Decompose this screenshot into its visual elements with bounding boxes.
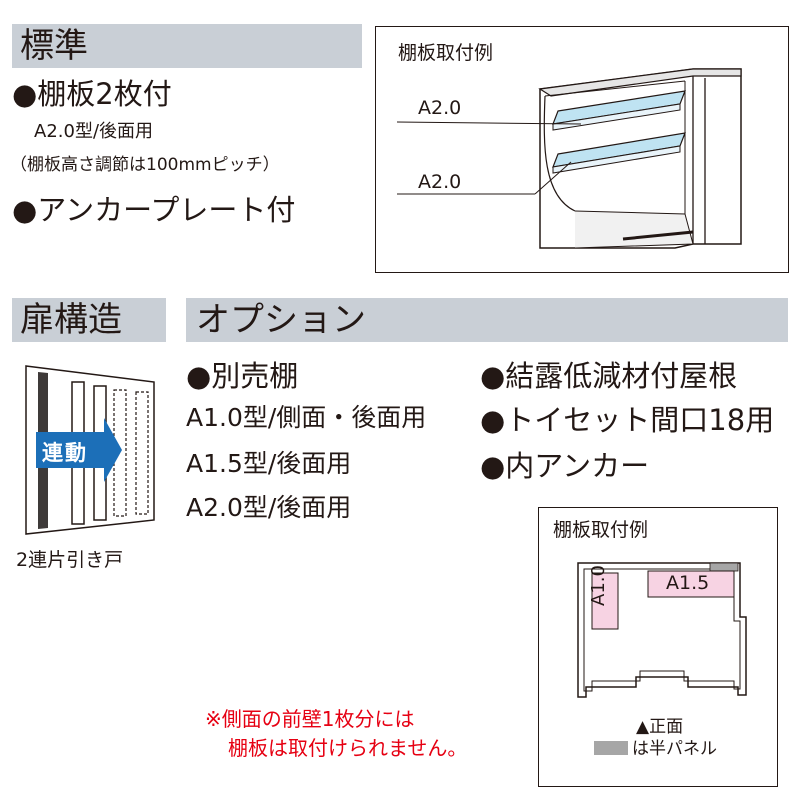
- legend-text: は半パネル: [632, 739, 717, 759]
- options-heading-bar: オプション: [186, 298, 788, 342]
- standard-item-anchor: ●アンカープレート付: [12, 193, 296, 227]
- leader-upper: [396, 121, 582, 125]
- standard-heading-bar: 標準: [12, 24, 362, 68]
- cabinet-roof: [538, 68, 742, 97]
- shelf-back: [647, 570, 735, 598]
- options-heading: オプション: [196, 300, 366, 340]
- shelf-back-label: A1.5: [666, 572, 710, 594]
- cabinet-left-wall: [543, 95, 576, 212]
- legend-swatch: [594, 741, 628, 755]
- option-toiset: ●トイセット間口18用: [480, 403, 775, 437]
- option-shelves-line-3: A2.0型/後面用: [186, 493, 352, 522]
- cabinet-front-post: [692, 69, 706, 244]
- shelf-illustration-top: [396, 68, 742, 249]
- option-roof: ●結露低減材付屋根: [480, 359, 738, 393]
- shelf-label-upper: A2.0: [418, 97, 462, 119]
- door-heading: 扉構造: [20, 300, 122, 340]
- door-caption: 2連片引き戸: [16, 549, 124, 571]
- shelf-label-lower: A2.0: [418, 171, 462, 193]
- standard-item-shelves-sub-1: A2.0型/後面用: [34, 121, 154, 142]
- standard-item-shelves-sub-2: （棚板高さ調節は100mmピッチ）: [10, 155, 280, 175]
- shelf-example-top-caption: 棚板取付例: [398, 42, 494, 64]
- standard-item-shelves: ●棚板2枚付: [12, 77, 172, 111]
- shelf-side-label: A1.0: [588, 565, 609, 606]
- floor-plan-illustration: [577, 562, 747, 755]
- shelf-side: [591, 572, 619, 630]
- note-line-1: ※側面の前壁1枚分には: [205, 707, 415, 731]
- half-panel-marker: [709, 562, 739, 572]
- cabinet-door-rail: [622, 230, 694, 241]
- door-link-badge: 連動: [42, 441, 88, 465]
- front-label: ▲正面: [636, 717, 684, 737]
- option-shelves-line-1: A1.0型/側面・後面用: [186, 403, 427, 432]
- door-heading-bar: 扉構造: [12, 298, 166, 342]
- option-inner-anchor: ●内アンカー: [480, 449, 650, 483]
- cabinet-floor: [574, 210, 694, 249]
- door-illustration: [25, 365, 155, 535]
- standard-heading: 標準: [20, 26, 88, 66]
- shelf-example-top-box: 棚板取付例: [375, 26, 789, 273]
- shelf-example-bottom-box: 棚板取付例: [538, 507, 778, 787]
- note-line-2: 棚板は取付けられません。: [228, 736, 468, 760]
- option-shelves-title: ●別売棚: [186, 359, 299, 393]
- option-shelves-line-2: A1.5型/後面用: [186, 449, 352, 478]
- cabinet-back-wall: [544, 80, 686, 214]
- arrow-right-icon: [36, 418, 122, 482]
- shelf-example-bottom-caption: 棚板取付例: [553, 519, 649, 541]
